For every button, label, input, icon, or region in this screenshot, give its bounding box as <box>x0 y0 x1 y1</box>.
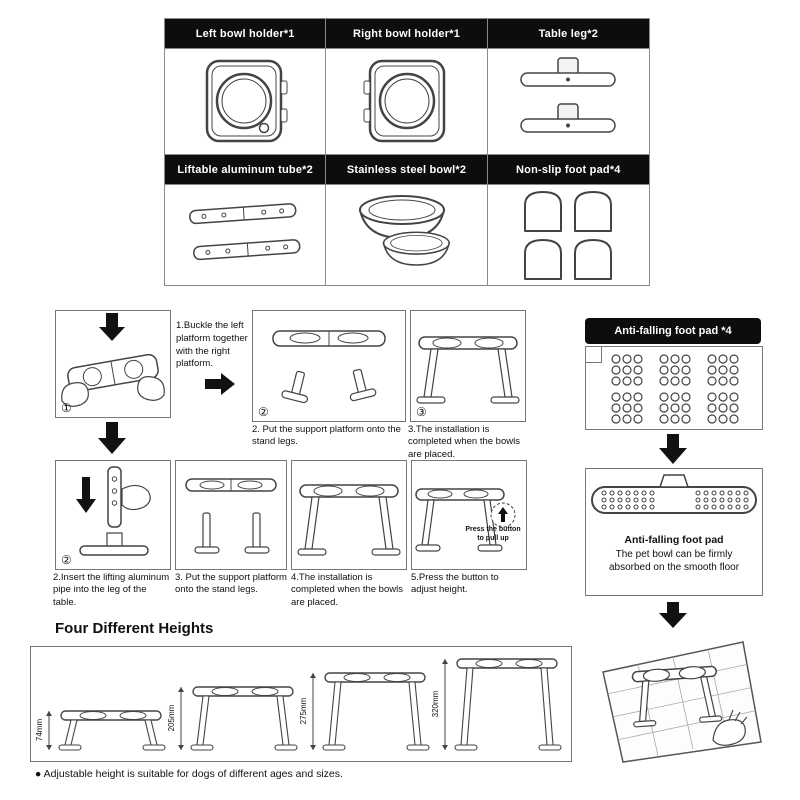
heights-title: Four Different Heights <box>55 620 214 637</box>
parts-grid: Left bowl holder*1 Right bowl holder*1 T… <box>164 18 650 286</box>
table-leg-illustration <box>487 49 649 155</box>
corner-tab <box>585 346 602 363</box>
down-arrow-icon <box>76 477 96 513</box>
step-panel-platform-legs-2 <box>175 460 287 570</box>
height-label: 205mm <box>167 704 176 731</box>
foot-pad-sheet-box <box>585 346 763 430</box>
height-label: 275mm <box>299 697 308 724</box>
four-heights-drawing: 74mm 205mm <box>35 658 562 751</box>
m2-step2-caption: 2.Insert the lifting aluminum pipe into … <box>53 572 170 608</box>
hand-icon <box>121 484 151 511</box>
height-label: 320mm <box>431 690 440 717</box>
step2-caption: 2. Put the support platform onto the sta… <box>252 424 401 448</box>
step-panel-completed: ③ <box>410 310 526 422</box>
foot-pad-illustration <box>488 185 649 285</box>
step-panel-completed-2 <box>291 460 407 570</box>
part-label-left-bowl-holder: Left bowl holder*1 <box>165 19 327 49</box>
floor-scene <box>593 632 763 769</box>
foot-pad-icon <box>524 191 613 280</box>
part-label-right-bowl-holder: Right bowl holder*1 <box>326 19 488 49</box>
aluminum-tube-illustration <box>165 185 327 285</box>
suction-pads-drawing <box>611 354 739 424</box>
stainless-bowl-illustration <box>326 185 488 285</box>
step-panel-buckle: ① <box>55 310 171 418</box>
right-bowl-holder-illustration <box>326 49 488 155</box>
hand-icon <box>61 382 89 407</box>
insert-pipe-drawing <box>76 466 151 556</box>
height-label: 74mm <box>35 719 44 742</box>
step-badge: ② <box>61 553 72 567</box>
foot-pad-title: Anti-falling foot pad <box>624 534 724 546</box>
table-on-floor-drawing <box>602 641 762 763</box>
foot-pad-strip-drawing <box>591 474 757 514</box>
foot-pad-detail-box: Anti-falling foot pad The pet bowl can b… <box>585 468 763 596</box>
down-arrow-icon <box>96 420 128 461</box>
step3-caption: 3.The installation is completed when the… <box>408 424 520 460</box>
assembled-table-drawing <box>416 336 520 404</box>
button-annotation: Press the button to pull up <box>465 526 521 542</box>
down-arrow-icon <box>657 600 689 635</box>
assembled-table-drawing <box>297 484 401 556</box>
up-arrow-icon <box>498 507 508 522</box>
m2-step3-caption: 3. Put the support platform onto the sta… <box>175 572 287 596</box>
adjust-height-drawing <box>415 488 516 552</box>
bowl-holder-icon <box>205 59 288 142</box>
hand-icon <box>137 376 165 401</box>
heights-panel: 74mm 205mm <box>30 646 572 762</box>
adjustable-height-note: ● Adjustable height is suitable for dogs… <box>35 768 343 780</box>
part-label-aluminum-tube: Liftable aluminum tube*2 <box>165 155 327 185</box>
step-panel-insert-pipe: ② <box>55 460 171 570</box>
foot-pad-description: The pet bowl can be firmly absorbed on t… <box>608 549 740 573</box>
platform-and-legs-drawing <box>272 330 386 404</box>
bowl-icon <box>359 195 451 266</box>
left-bowl-holder-illustration <box>165 49 327 155</box>
step-badge: ② <box>258 405 269 419</box>
tube-icon <box>189 203 301 261</box>
step-badge: ① <box>61 401 72 415</box>
step-badge: ③ <box>416 405 427 419</box>
anti-falling-header: Anti-falling foot pad *4 <box>585 318 761 344</box>
part-label-table-leg: Table leg*2 <box>487 19 649 49</box>
m2-step4-caption: 4.The installation is completed when the… <box>291 572 403 608</box>
down-arrow-icon <box>99 313 125 341</box>
buckle-platforms-drawing <box>61 313 165 407</box>
step-panel-adjust-height: Press the button to pull up <box>411 460 527 570</box>
bowl-holder-icon <box>363 59 446 142</box>
step-panel-platform-legs: ② <box>252 310 406 422</box>
part-label-foot-pad: Non-slip foot pad*4 <box>487 155 649 185</box>
right-arrow-icon <box>203 370 237 403</box>
hand-icon <box>712 719 746 746</box>
down-arrow-icon <box>657 432 689 471</box>
m2-step5-caption: 5.Press the button to adjust height. <box>411 572 499 596</box>
table-leg-icon <box>520 56 617 133</box>
part-label-stainless-bowl: Stainless steel bowl*2 <box>326 155 488 185</box>
platform-and-legs-drawing <box>185 478 277 554</box>
step1-instruction: 1.Buckle the left platform together with… <box>176 320 248 370</box>
